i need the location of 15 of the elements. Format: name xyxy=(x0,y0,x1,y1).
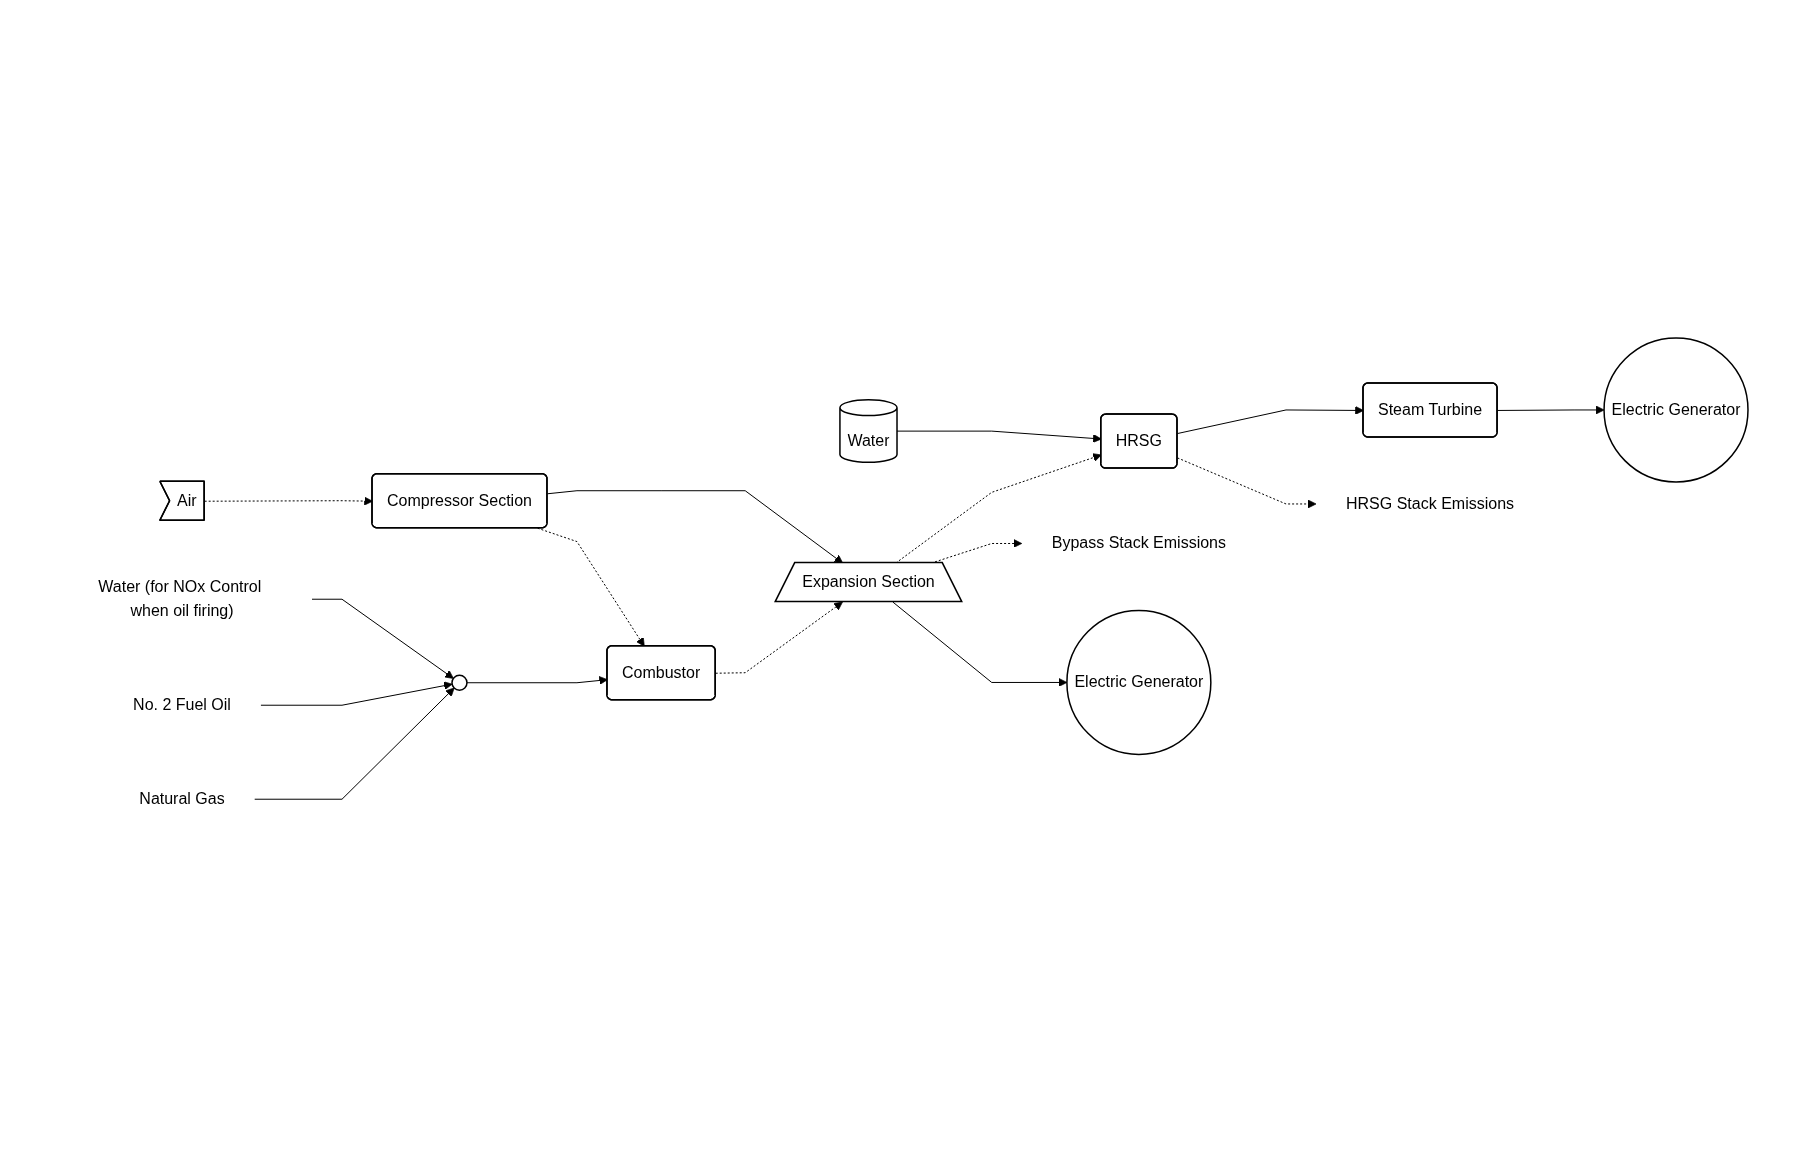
arrow xyxy=(1176,457,1316,509)
arrow xyxy=(1496,405,1604,415)
arrow xyxy=(714,602,843,675)
node-circle xyxy=(450,674,468,692)
node-text: Bypass Stack Emissions xyxy=(1051,534,1226,552)
node-circle: Electric Generator xyxy=(1065,610,1212,756)
arrow xyxy=(259,681,452,707)
node-circle: Electric Generator xyxy=(1602,337,1749,484)
node-text: HRSG Stack Emissions xyxy=(1345,495,1514,513)
arrow xyxy=(546,490,843,564)
arrow xyxy=(311,599,454,680)
node-text: Natural Gas xyxy=(138,790,225,808)
arrow xyxy=(253,688,455,801)
node-text: Water (for NOx Control when oil firing) xyxy=(97,578,261,620)
node-text: No. 2 Fuel Oil xyxy=(132,696,231,714)
